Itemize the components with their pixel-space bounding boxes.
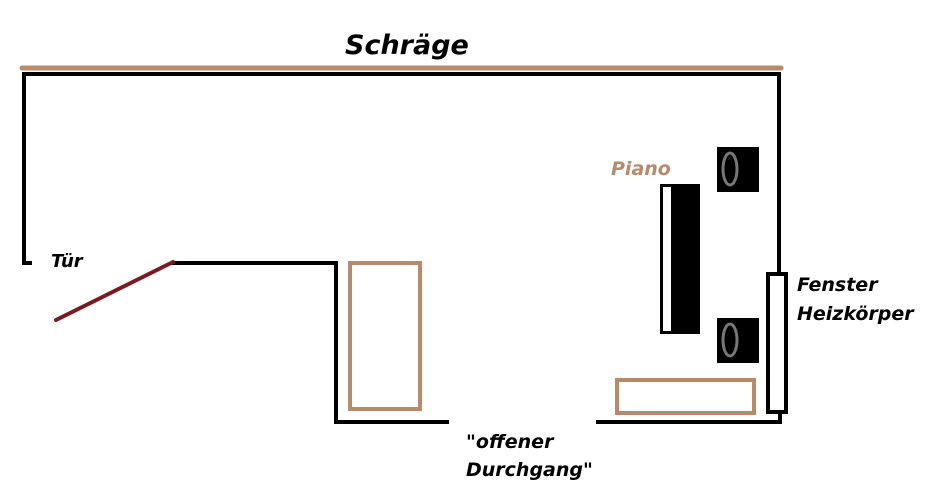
door-label: Tür xyxy=(51,251,84,272)
speaker-bottom-cone xyxy=(721,322,739,358)
speaker-icon xyxy=(717,147,759,192)
door-leaf xyxy=(54,260,175,322)
slope-label: Schräge xyxy=(345,30,469,61)
passage-label-line2: Durchgang" xyxy=(466,459,593,481)
speaker-top-cone xyxy=(721,151,739,187)
wall-inner-left xyxy=(171,261,449,424)
passage-label-line1: "offener xyxy=(466,431,555,453)
furniture-tall-cabinet xyxy=(348,261,422,411)
radiator-label: Heizkörper xyxy=(797,303,915,325)
furniture-low-board xyxy=(615,378,756,415)
piano-keys xyxy=(663,187,671,331)
wall-top-left xyxy=(22,72,781,276)
window-radiator xyxy=(766,272,788,414)
piano-label: Piano xyxy=(611,158,671,180)
window-label: Fenster xyxy=(797,274,879,296)
piano-icon xyxy=(660,184,700,334)
wall-bottom-right xyxy=(596,410,782,424)
speaker-icon xyxy=(717,318,759,363)
walls xyxy=(22,72,782,424)
